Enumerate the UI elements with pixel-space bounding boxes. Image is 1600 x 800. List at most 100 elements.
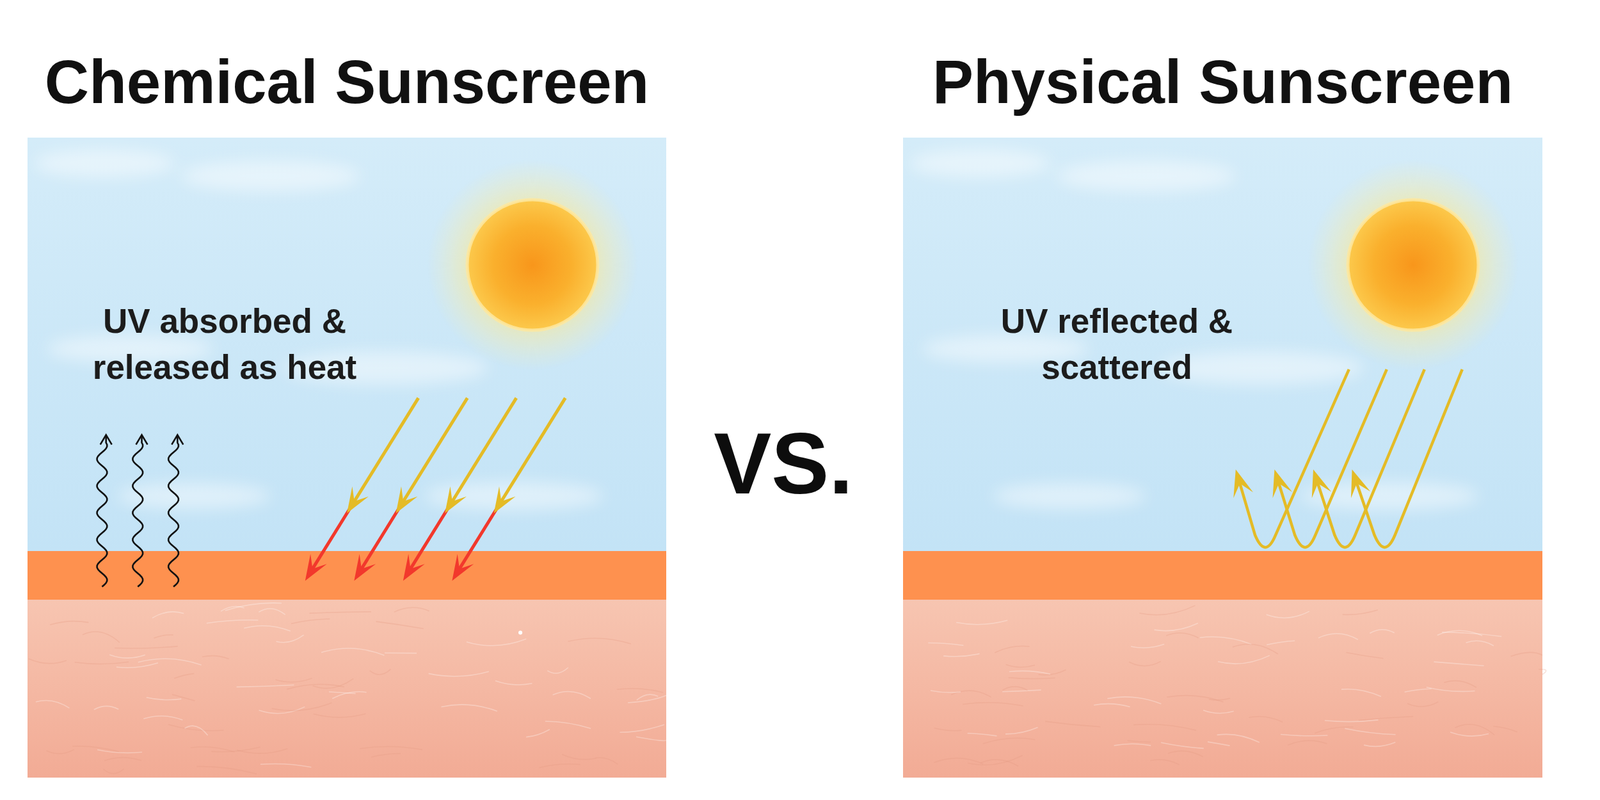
uv-arrow-head xyxy=(305,553,328,581)
skin-line xyxy=(1443,680,1477,688)
skin-line xyxy=(934,728,962,731)
skin-line xyxy=(636,694,658,701)
skin-line xyxy=(983,737,1035,744)
skin-line xyxy=(1450,732,1489,736)
skin-line xyxy=(174,673,194,679)
skin-line xyxy=(328,691,356,694)
skin-line xyxy=(1344,728,1396,735)
skin-line xyxy=(146,697,182,701)
skin-layer xyxy=(903,599,1543,778)
versus-label: VS. xyxy=(713,416,854,512)
uv-arrow-head xyxy=(1272,469,1293,498)
skin-line xyxy=(1008,677,1056,680)
skin-line xyxy=(1114,743,1151,746)
cloud xyxy=(1056,160,1236,192)
skin-line xyxy=(272,702,333,711)
skin-line xyxy=(627,695,667,703)
skin-line xyxy=(1127,740,1151,742)
skin-line xyxy=(1358,716,1414,720)
skin-line xyxy=(547,667,569,674)
sunscreen-layer xyxy=(27,551,667,600)
skin-line xyxy=(1006,664,1035,667)
skin-line xyxy=(428,671,489,677)
uv-ray-absorbed xyxy=(458,506,498,571)
cloud xyxy=(909,149,1051,178)
skin-line xyxy=(276,634,304,643)
skin-line xyxy=(928,643,964,646)
uv-arrow-head xyxy=(444,486,467,514)
uv-ray-reflected xyxy=(1356,369,1463,548)
skin-line xyxy=(1266,611,1310,618)
skin-line xyxy=(116,663,159,668)
skin-line xyxy=(28,658,67,664)
panel-heading: Chemical Sunscreen xyxy=(44,46,649,118)
skin-line xyxy=(104,757,142,761)
skin-line xyxy=(943,653,980,656)
skin-line xyxy=(394,607,430,612)
skin-line xyxy=(258,608,285,616)
skin-line xyxy=(1002,689,1041,692)
skin-line xyxy=(74,661,129,664)
skin-line xyxy=(1093,704,1131,708)
skin-line xyxy=(495,680,533,685)
skin-line xyxy=(994,646,1030,653)
skin-line xyxy=(202,656,230,660)
skin-line xyxy=(1232,643,1279,655)
uv-ray xyxy=(402,398,468,503)
skin-line xyxy=(1538,669,1546,675)
skin-line xyxy=(933,758,984,765)
skin-line xyxy=(236,748,288,754)
skin-line xyxy=(1369,629,1394,634)
uv-arrow-head xyxy=(346,486,369,514)
skin-line xyxy=(1407,702,1439,707)
skin-line xyxy=(956,620,1008,624)
skin-line xyxy=(1166,632,1199,639)
skin-line xyxy=(1207,741,1231,746)
heat-wave xyxy=(97,436,108,587)
skin-line xyxy=(1248,716,1283,722)
skin-line xyxy=(1009,670,1051,674)
skin-line xyxy=(291,618,330,624)
skin-line xyxy=(930,690,961,693)
skin-line xyxy=(1160,742,1204,749)
skin-line xyxy=(466,638,527,646)
skin-line xyxy=(1217,655,1270,664)
skin-line xyxy=(1314,727,1354,734)
skin-line xyxy=(636,736,667,741)
skin-line xyxy=(1363,742,1396,747)
skin-line xyxy=(1318,633,1359,640)
skin-line xyxy=(206,620,259,624)
sunscreen-panel: Physical SunscreenUV reflected & scatter… xyxy=(903,137,1543,778)
skin-line xyxy=(1217,734,1260,743)
skin-line xyxy=(1433,661,1484,666)
skin-line xyxy=(552,691,591,699)
panel-illustration xyxy=(27,137,667,778)
skin-line xyxy=(236,684,295,687)
skin-line xyxy=(1287,740,1327,745)
skin-line xyxy=(376,621,424,629)
skin-line xyxy=(1139,605,1195,616)
skin-line xyxy=(1133,724,1197,731)
skin-line xyxy=(620,724,665,733)
skin-line xyxy=(1324,720,1379,722)
panel-caption: UV absorbed & released as heat xyxy=(64,298,385,391)
skin-line xyxy=(538,764,580,768)
skin-line xyxy=(967,755,1023,765)
panel-caption: UV reflected & scattered xyxy=(982,298,1252,391)
skin-line xyxy=(951,690,991,697)
skin-line xyxy=(109,654,146,658)
skin-line xyxy=(220,606,245,612)
skin-line xyxy=(196,766,257,775)
skin-line xyxy=(1200,636,1252,645)
skin-line xyxy=(82,631,120,643)
skin-line xyxy=(321,648,384,656)
uv-ray xyxy=(451,398,517,503)
skin-line xyxy=(1280,734,1328,736)
skin-line xyxy=(275,678,312,683)
heat-arrow-head xyxy=(135,435,148,445)
uv-arrow-head xyxy=(1312,469,1332,498)
sunscreen-panel: Chemical SunscreenUV absorbed & released… xyxy=(27,137,667,778)
heat-wave xyxy=(168,436,179,587)
skin-line xyxy=(1345,652,1384,659)
skin-line xyxy=(114,646,178,649)
